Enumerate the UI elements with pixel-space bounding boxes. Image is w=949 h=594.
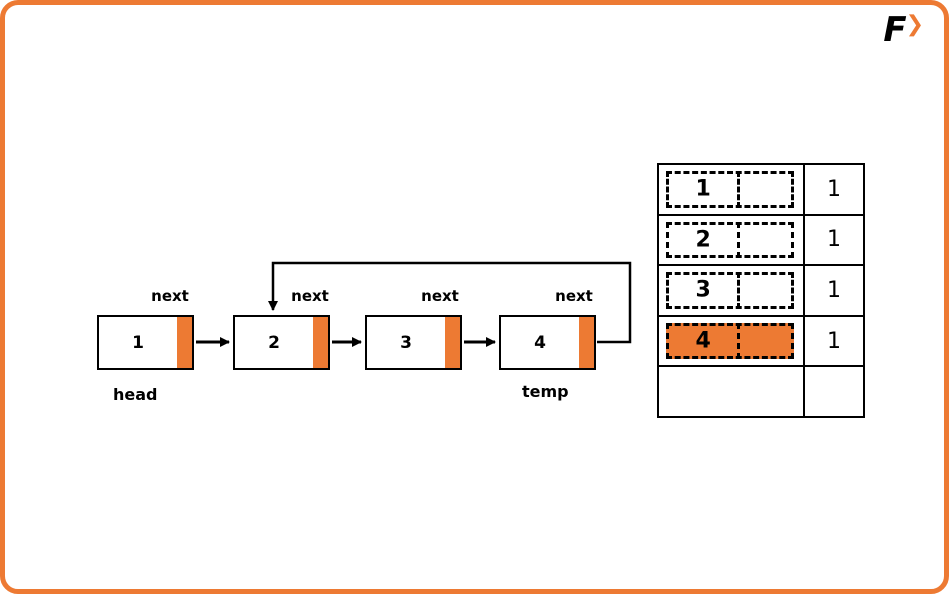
logo-letter: F (883, 10, 906, 50)
table-node-cell: 2 (659, 215, 805, 265)
table-node-value: 1 (695, 176, 711, 202)
temp-pointer-label: temp (522, 382, 569, 401)
brand-logo: F ❯ (883, 13, 924, 47)
table-node-box: 2 (666, 221, 794, 259)
next-label-node3: next (421, 287, 459, 305)
table-node-divider (737, 221, 741, 259)
list-node-3: 3 (365, 315, 462, 370)
node-pointer-block (579, 317, 594, 368)
next-label-node4: next (555, 287, 593, 305)
node-value: 3 (400, 332, 412, 353)
table-node-value: 4 (695, 328, 711, 354)
table-node-cell: 1 (659, 165, 805, 214)
list-node-1: 1 (97, 315, 194, 370)
node-value: 1 (132, 332, 144, 353)
table-node-value: 2 (695, 227, 711, 253)
node-value: 2 (268, 332, 280, 353)
table-row: 3 1 (659, 266, 863, 317)
table-node-divider (737, 322, 741, 360)
table-node-value: 3 (695, 277, 711, 303)
table-node-box: 1 (666, 171, 794, 208)
table-node-cell: 3 (659, 266, 805, 315)
next-label-node1: next (151, 287, 189, 305)
table-row: 1 1 (659, 165, 863, 216)
table-visited-value (805, 367, 863, 416)
table-node-box: 4 (666, 322, 794, 360)
table-visited-value: 1 (827, 277, 841, 303)
table-node-cell-empty (659, 367, 805, 416)
node-pointer-block (177, 317, 192, 368)
visited-table: 1 1 2 1 3 1 (657, 163, 865, 418)
node-pointer-block (313, 317, 328, 368)
next-label-node2: next (291, 287, 329, 305)
node-value: 4 (534, 332, 546, 353)
list-node-2: 2 (233, 315, 330, 370)
table-visited-value: 1 (827, 176, 841, 202)
table-visited-value: 1 (827, 227, 841, 253)
node-pointer-block (445, 317, 460, 368)
table-visited-value: 1 (827, 328, 841, 354)
table-node-cell: 4 (659, 316, 805, 366)
table-row: 4 1 (659, 316, 863, 368)
table-row (659, 367, 863, 416)
table-node-box: 3 (666, 272, 794, 309)
logo-arrow-icon: ❯ (905, 12, 924, 37)
table-node-divider (737, 272, 741, 309)
table-row: 2 1 (659, 215, 863, 267)
table-node-divider (737, 171, 741, 208)
head-pointer-label: head (113, 385, 158, 404)
list-node-4: 4 (499, 315, 596, 370)
